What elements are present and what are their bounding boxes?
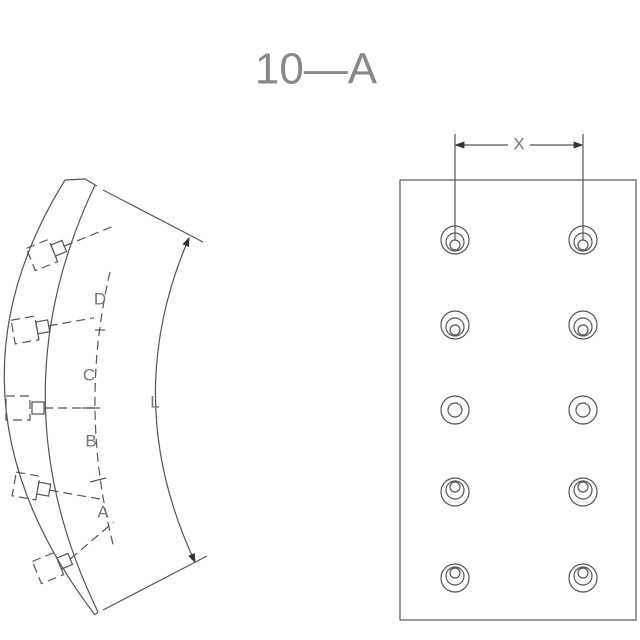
brake-shoe-plan-view: X bbox=[399, 134, 637, 621]
dimension-label-a: A bbox=[97, 502, 109, 521]
rivet-hole bbox=[440, 563, 598, 593]
rivet-hole bbox=[440, 310, 598, 340]
dimension-label-x: X bbox=[513, 134, 524, 153]
rivet-hole bbox=[440, 477, 598, 507]
rivet-hole bbox=[440, 395, 598, 425]
drawing-title: 10—A bbox=[255, 45, 378, 94]
rivet-hole bbox=[440, 225, 598, 255]
dimension-label-c: C bbox=[83, 365, 95, 384]
brake-shoe-side-view: D C B A L bbox=[3, 178, 208, 616]
dimension-label-l: L bbox=[150, 392, 159, 411]
dimension-label-b: B bbox=[85, 431, 96, 450]
dimension-label-d: D bbox=[94, 289, 106, 308]
